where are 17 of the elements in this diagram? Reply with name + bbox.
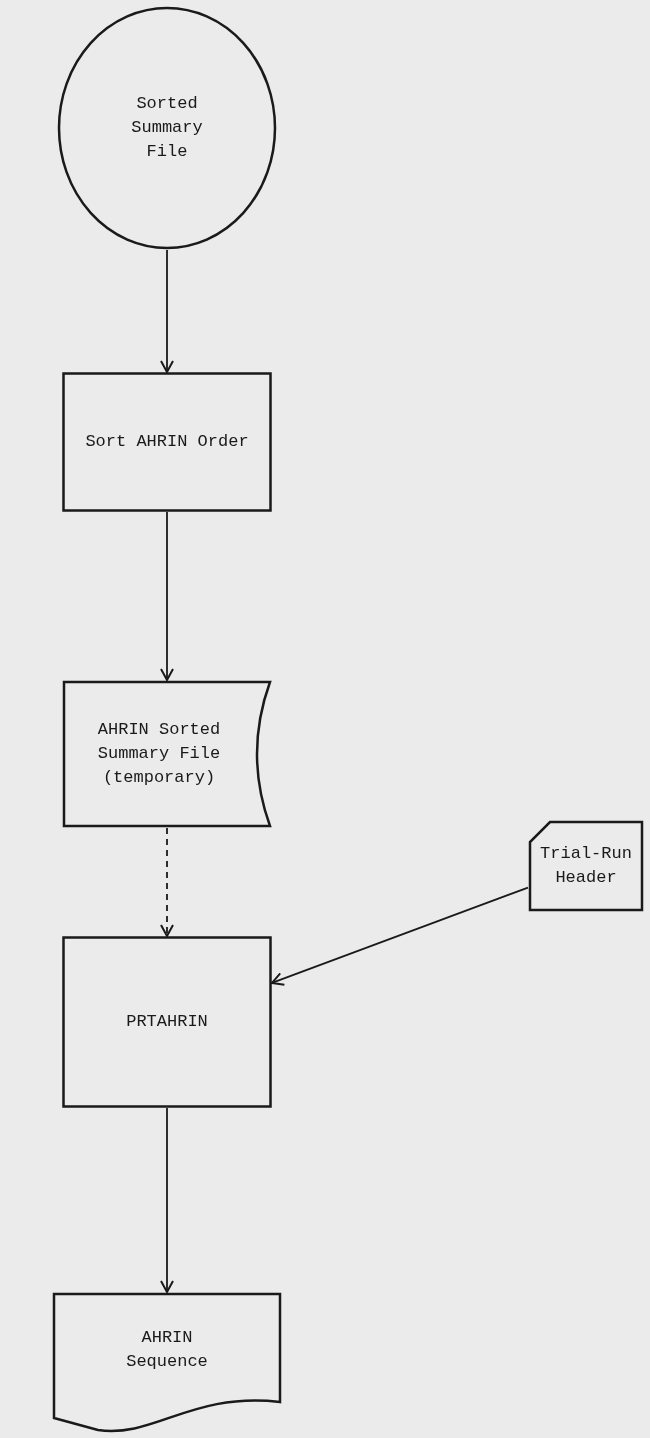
terminal-circle (57, 6, 277, 250)
arrow (160, 249, 174, 373)
process-box (62, 372, 272, 512)
punched-card-shape (528, 820, 644, 912)
stored-data-shape (62, 680, 272, 828)
node-label: AHRIN Sorted Summary File (temporary) (96, 719, 222, 789)
process-box (62, 936, 272, 1108)
node-label: AHRIN Sequence (125, 1327, 209, 1373)
node-label: Sorted Summary File (130, 93, 204, 163)
arrow (160, 511, 174, 681)
arrow (160, 827, 174, 937)
node-label: Trial-Run Header (539, 843, 633, 889)
node-label: Sort AHRIN Order (85, 431, 249, 454)
document-shape (52, 1292, 282, 1432)
node-label: PRTAHRIN (126, 1011, 208, 1034)
arrow (160, 1107, 174, 1293)
arrow (271, 886, 529, 986)
